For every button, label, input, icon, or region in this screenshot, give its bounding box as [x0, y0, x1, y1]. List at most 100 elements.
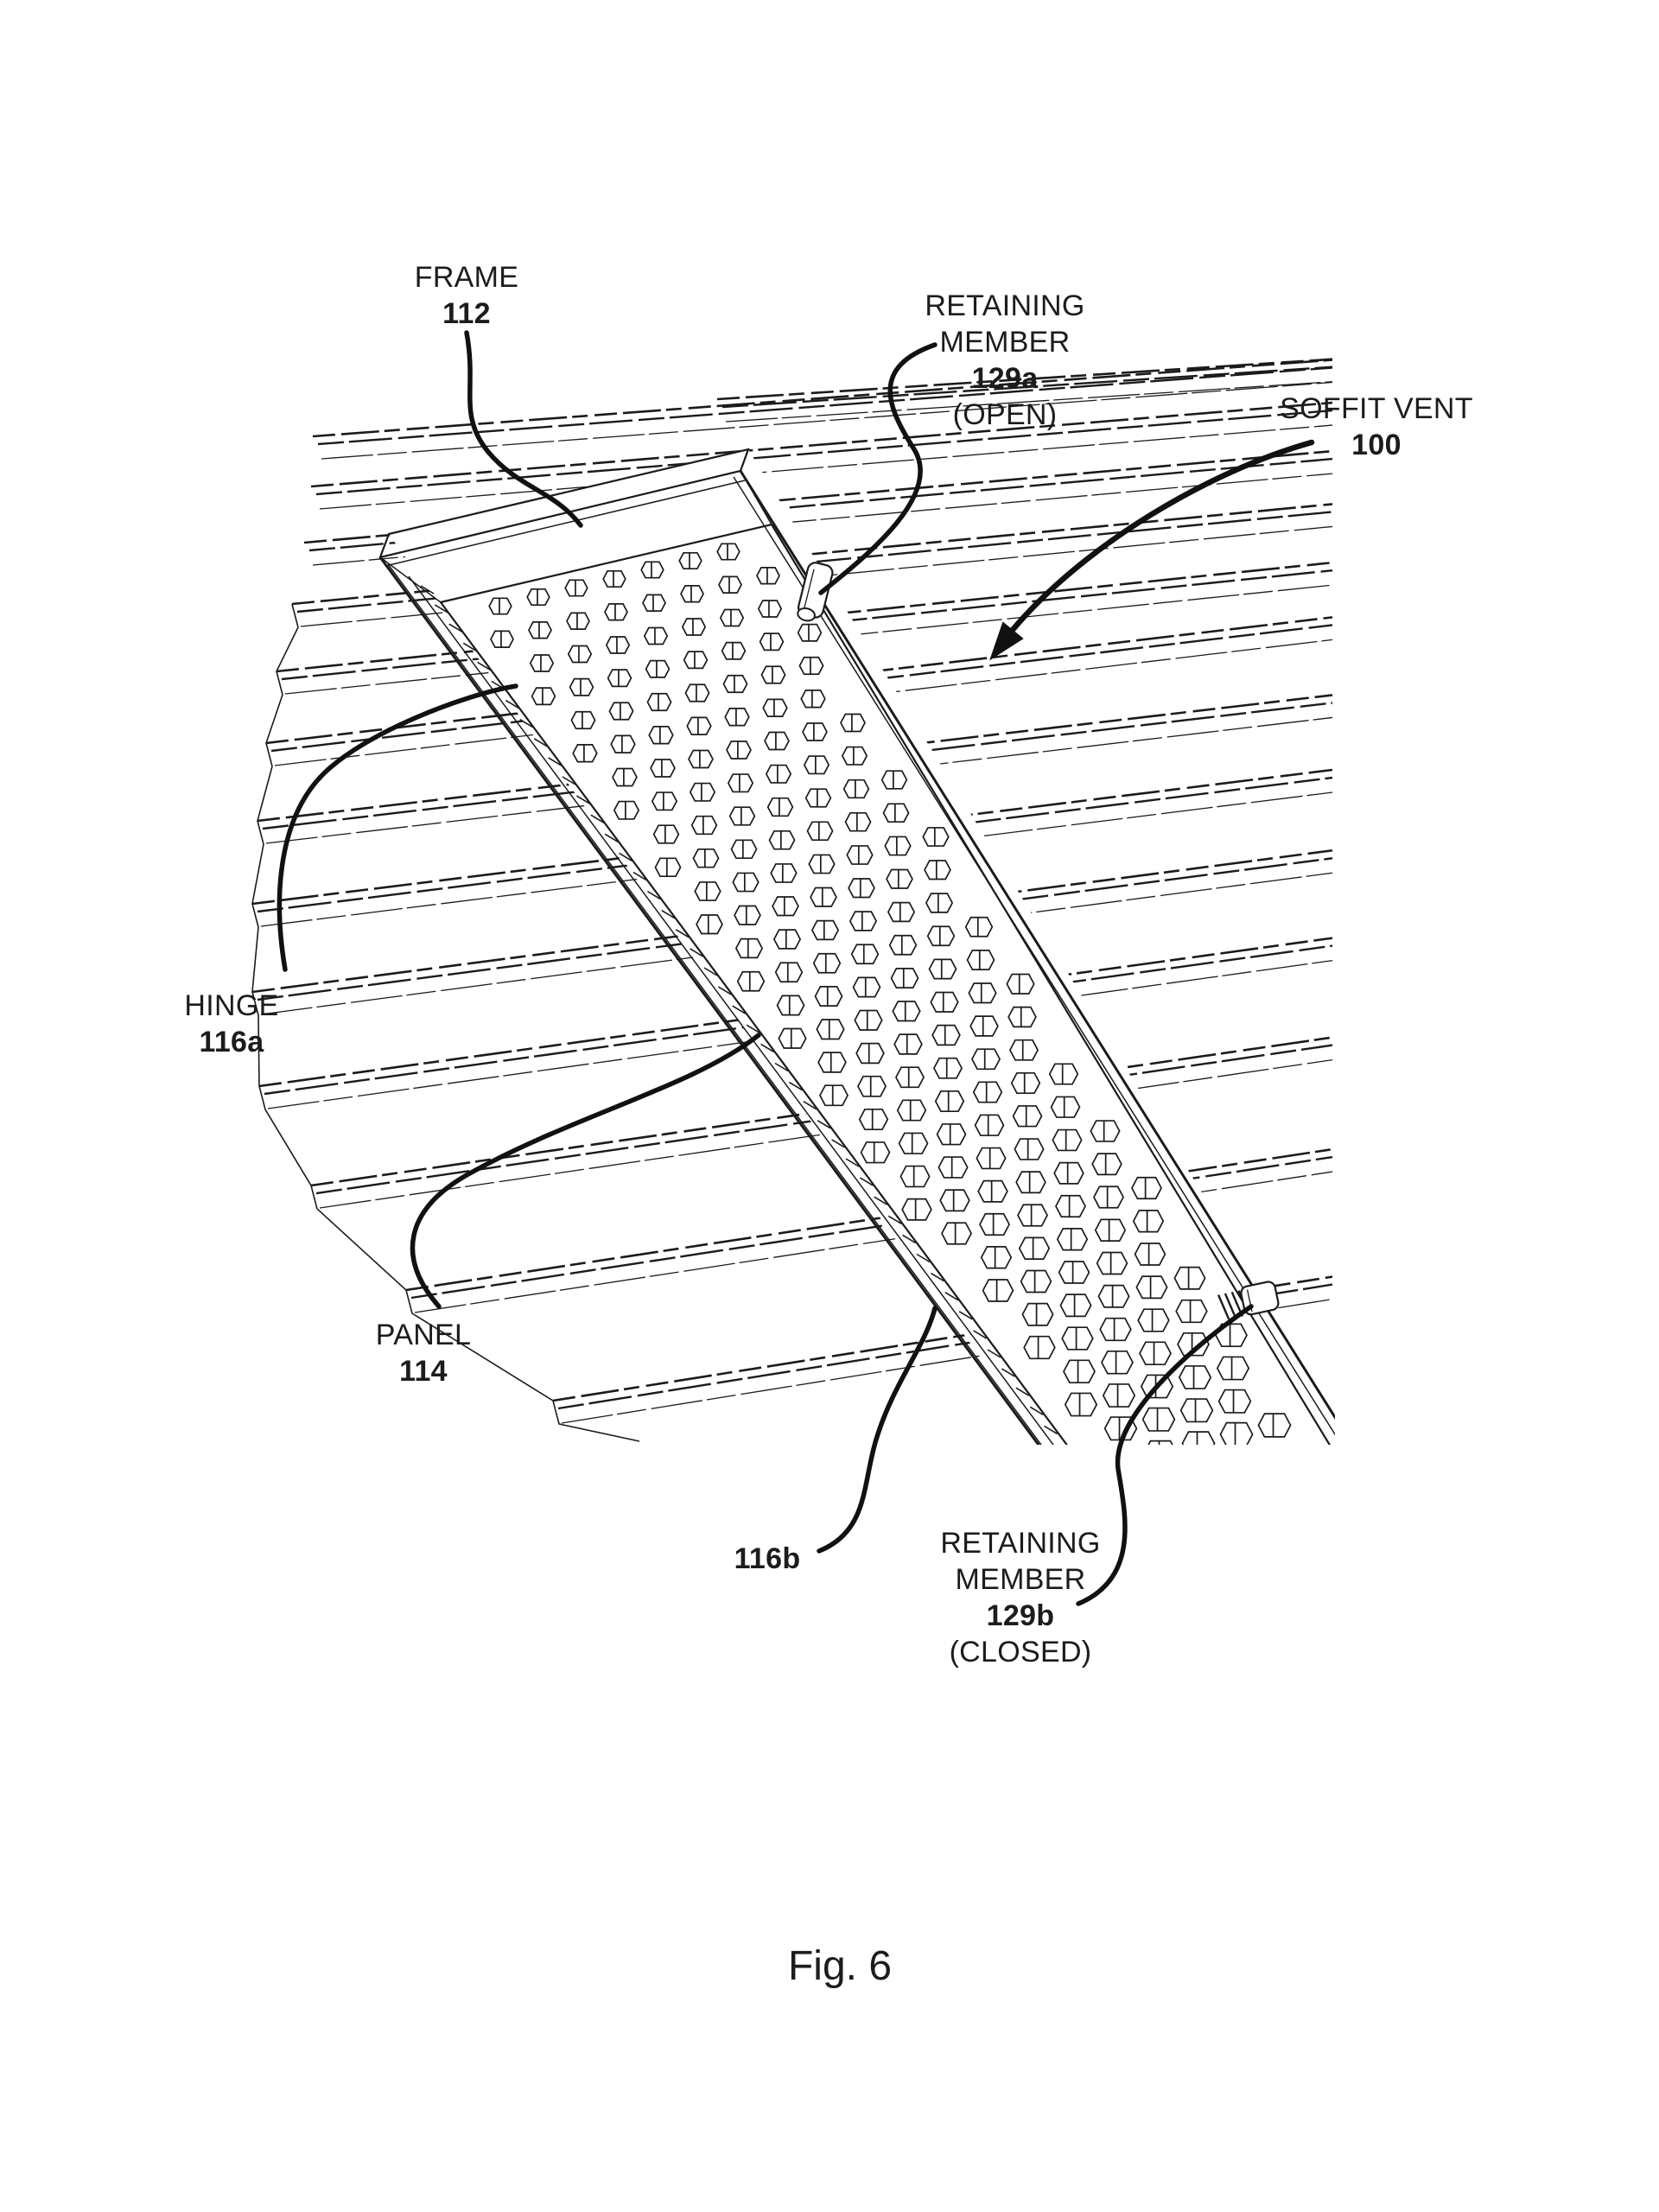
perforation-hole	[982, 1279, 1014, 1302]
soffit-seam-line	[721, 365, 1333, 409]
vent-left-rail-outer	[378, 556, 1040, 1445]
perforation-hole	[856, 1075, 887, 1097]
perforation-hole	[1132, 1210, 1165, 1233]
perforation-hole	[1023, 1335, 1056, 1360]
soffit-seam-line	[405, 1147, 1333, 1292]
hinge-slot-tick	[859, 1177, 874, 1186]
perforation-hole	[1018, 1236, 1051, 1260]
soffit-seam-line	[716, 358, 1333, 401]
perforation-hole	[888, 934, 918, 956]
perforation-hole	[652, 824, 680, 844]
perforation-hole	[934, 1090, 965, 1113]
label-line: 114	[399, 1355, 448, 1388]
perforation-hole	[1008, 1039, 1039, 1061]
perforated-panel	[488, 543, 1293, 1473]
perforation-hole	[797, 623, 823, 642]
hinge-slot-tick	[548, 757, 563, 766]
perforation-hole	[1017, 1204, 1048, 1227]
perforation-hole	[766, 797, 794, 817]
perforation-hole	[1063, 1359, 1096, 1384]
perforation-hole	[778, 1027, 807, 1049]
perforation-hole	[1216, 1356, 1250, 1381]
hinge-slot-tick	[1015, 1387, 1030, 1396]
perforation-hole	[1178, 1365, 1212, 1389]
label-line: 112	[442, 297, 491, 330]
perforation-hole	[972, 1081, 1003, 1103]
hinge-slot-tick	[619, 852, 633, 862]
perforation-hole	[772, 896, 799, 917]
perforation-hole	[757, 600, 783, 618]
soffit-seam-shadow-line	[725, 381, 1333, 423]
perforation-hole	[880, 770, 908, 790]
perforation-hole	[841, 746, 868, 766]
perforation-hole	[654, 857, 682, 878]
perforation-hole	[858, 1108, 889, 1131]
perforation-hole	[1007, 1006, 1037, 1028]
perforation-hole	[1260, 1446, 1293, 1470]
perforation-hole	[899, 1165, 931, 1188]
hinge-slot-tick	[1072, 1465, 1085, 1472]
perforation-hole	[812, 952, 842, 974]
soffit-seam-shadow-line	[319, 424, 1333, 510]
hinge-hatching	[420, 585, 1085, 1472]
label-line: RETAINING	[925, 289, 1085, 322]
figure-caption: Fig. 6	[787, 1943, 893, 1989]
perforation-hole	[566, 612, 590, 630]
vent-right-rail-outer-double	[733, 476, 1335, 1436]
perforation-hole	[640, 561, 664, 579]
perforation-hole	[1064, 1392, 1098, 1417]
retaining-member-open	[797, 562, 834, 622]
perforation-hole	[854, 1009, 883, 1031]
hinge-slot-tick	[930, 1272, 944, 1282]
label-line: HINGE	[184, 989, 279, 1022]
hinge-slot-tick	[760, 1043, 775, 1053]
hinge-slot-tick	[675, 929, 690, 938]
perforation-hole	[816, 1019, 845, 1040]
label-line: PANEL	[375, 1319, 472, 1351]
label-line: SOFFIT VENT	[1280, 392, 1473, 425]
perforation-hole	[718, 575, 742, 594]
perforation-hole	[768, 830, 796, 850]
perforation-hole	[604, 603, 628, 621]
perforation-hole	[846, 845, 874, 865]
perforation-hole	[1096, 1251, 1128, 1275]
hinge-slot-tick	[845, 1158, 860, 1167]
perforation-hole	[608, 702, 634, 721]
perforation-hole	[774, 962, 804, 983]
hinge-slot-tick	[944, 1292, 959, 1301]
hinge-slot-tick	[703, 967, 718, 976]
hinge-slot-tick	[448, 623, 463, 632]
perforation-hole	[890, 968, 919, 988]
perforation-hole	[770, 863, 798, 883]
perforation-hole	[613, 800, 640, 820]
perforation-hole	[529, 654, 555, 672]
hinge-slot-tick	[604, 833, 619, 842]
perforation-hole	[651, 791, 678, 811]
vent-left-rail-outer-double	[387, 563, 1042, 1445]
vent-opening-right-edge	[771, 524, 1332, 1445]
perforation-hole	[798, 656, 824, 676]
perforation-hole	[719, 608, 745, 627]
perforation-hole	[979, 1212, 1010, 1236]
perforation-hole	[860, 1141, 891, 1164]
perforation-hole	[901, 1198, 932, 1221]
perforation-hole	[607, 669, 632, 688]
perforation-hole	[1010, 1071, 1041, 1095]
perforation-hole	[1094, 1218, 1127, 1242]
perforation-hole	[842, 779, 870, 799]
perforation-hole	[817, 1052, 847, 1073]
perforation-hole	[490, 630, 514, 648]
hinge-slot-tick	[717, 986, 732, 995]
perforation-hole	[922, 827, 950, 847]
perforation-hole	[1021, 1302, 1054, 1326]
perforation-hole	[612, 767, 638, 787]
hinge-slot-tick	[1044, 1425, 1058, 1435]
perforation-hole	[1106, 1450, 1138, 1473]
perforation-hole	[810, 919, 840, 941]
perforation-hole	[694, 881, 721, 901]
perforation-hole	[939, 1189, 970, 1212]
hinge-slot-tick	[817, 1120, 831, 1129]
perforation-hole	[1093, 1185, 1124, 1209]
